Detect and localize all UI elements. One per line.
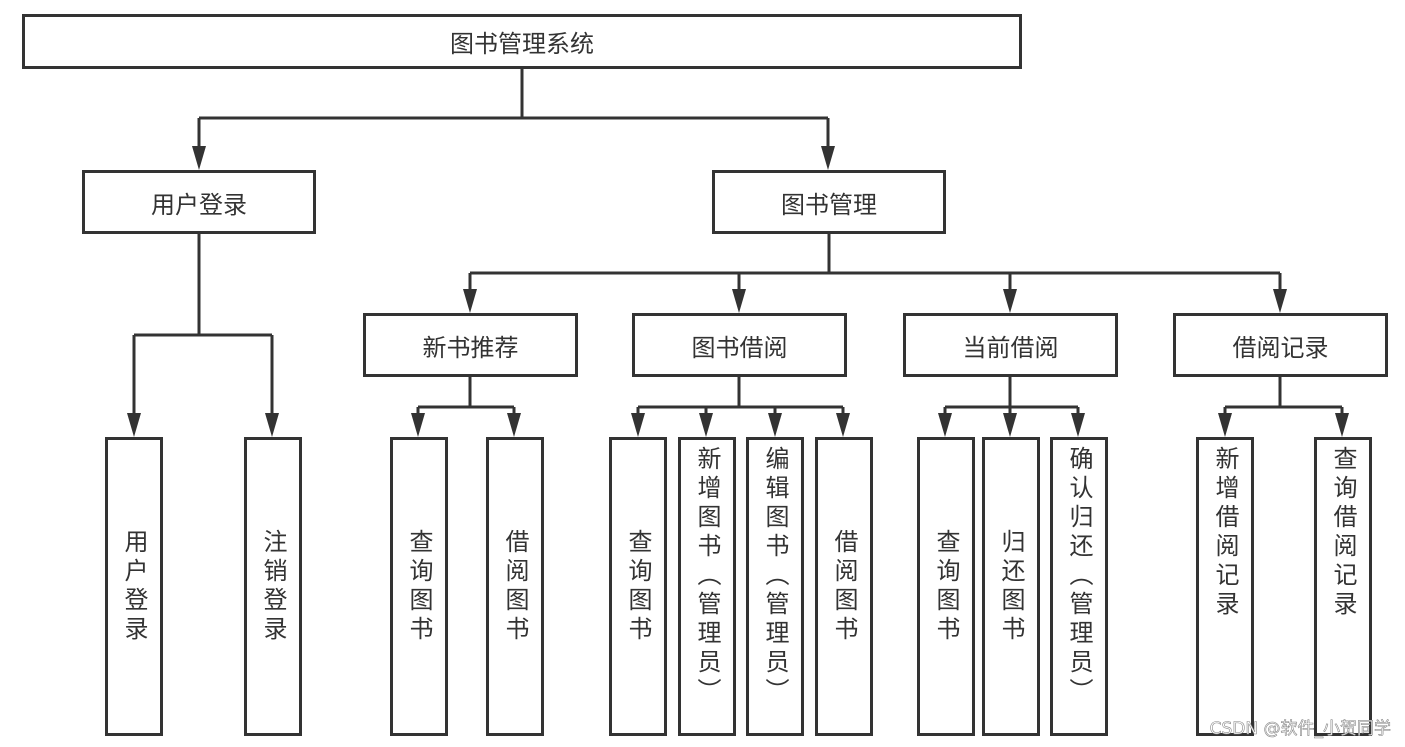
root-node: 图书管理系统 bbox=[22, 14, 1022, 69]
leaf-node: 用户登录 bbox=[105, 437, 163, 736]
arrow-head-icon bbox=[1335, 413, 1349, 437]
watermark: CSDN @软件_小贺同学 bbox=[1209, 719, 1391, 740]
arrow-head-icon bbox=[938, 413, 952, 437]
arrow-head-icon bbox=[265, 413, 279, 437]
arrow-head-icon bbox=[463, 289, 477, 313]
arrow-head-icon bbox=[1273, 289, 1287, 313]
arrow-head-icon bbox=[631, 413, 645, 437]
arrow-head-icon bbox=[1218, 413, 1232, 437]
arrow-head-icon bbox=[1071, 413, 1085, 437]
leaf-node: 借阅图书 bbox=[486, 437, 544, 736]
leaf-node: 查询图书 bbox=[609, 437, 667, 736]
leaf-node: 借阅图书 bbox=[815, 437, 873, 736]
leaf-node: 注销登录 bbox=[244, 437, 302, 736]
arrow-head-icon bbox=[411, 413, 425, 437]
arrow-head-icon bbox=[732, 289, 746, 313]
arrow-head-icon bbox=[768, 413, 782, 437]
leaf-node: 新增图书（管理员） bbox=[678, 437, 736, 736]
node-category: 借阅记录 bbox=[1173, 313, 1388, 377]
node-category: 当前借阅 bbox=[903, 313, 1118, 377]
arrow-head-icon bbox=[192, 146, 206, 170]
node-category: 新书推荐 bbox=[363, 313, 578, 377]
leaf-node: 查询借阅记录 bbox=[1314, 437, 1372, 736]
arrow-head-icon bbox=[127, 413, 141, 437]
leaf-node: 查询图书 bbox=[917, 437, 975, 736]
node-category: 图书借阅 bbox=[632, 313, 847, 377]
leaf-node: 归还图书 bbox=[982, 437, 1040, 736]
node-user-login: 用户登录 bbox=[82, 170, 316, 234]
node-book-management: 图书管理 bbox=[712, 170, 946, 234]
arrow-head-icon bbox=[1003, 289, 1017, 313]
leaf-node: 新增借阅记录 bbox=[1196, 437, 1254, 736]
arrow-head-icon bbox=[821, 146, 835, 170]
arrow-head-icon bbox=[699, 413, 713, 437]
leaf-node: 确认归还（管理员） bbox=[1050, 437, 1108, 736]
arrow-head-icon bbox=[1003, 413, 1017, 437]
leaf-node: 编辑图书（管理员） bbox=[746, 437, 804, 736]
arrow-head-icon bbox=[507, 413, 521, 437]
arrow-head-icon bbox=[836, 413, 850, 437]
leaf-node: 查询图书 bbox=[390, 437, 448, 736]
